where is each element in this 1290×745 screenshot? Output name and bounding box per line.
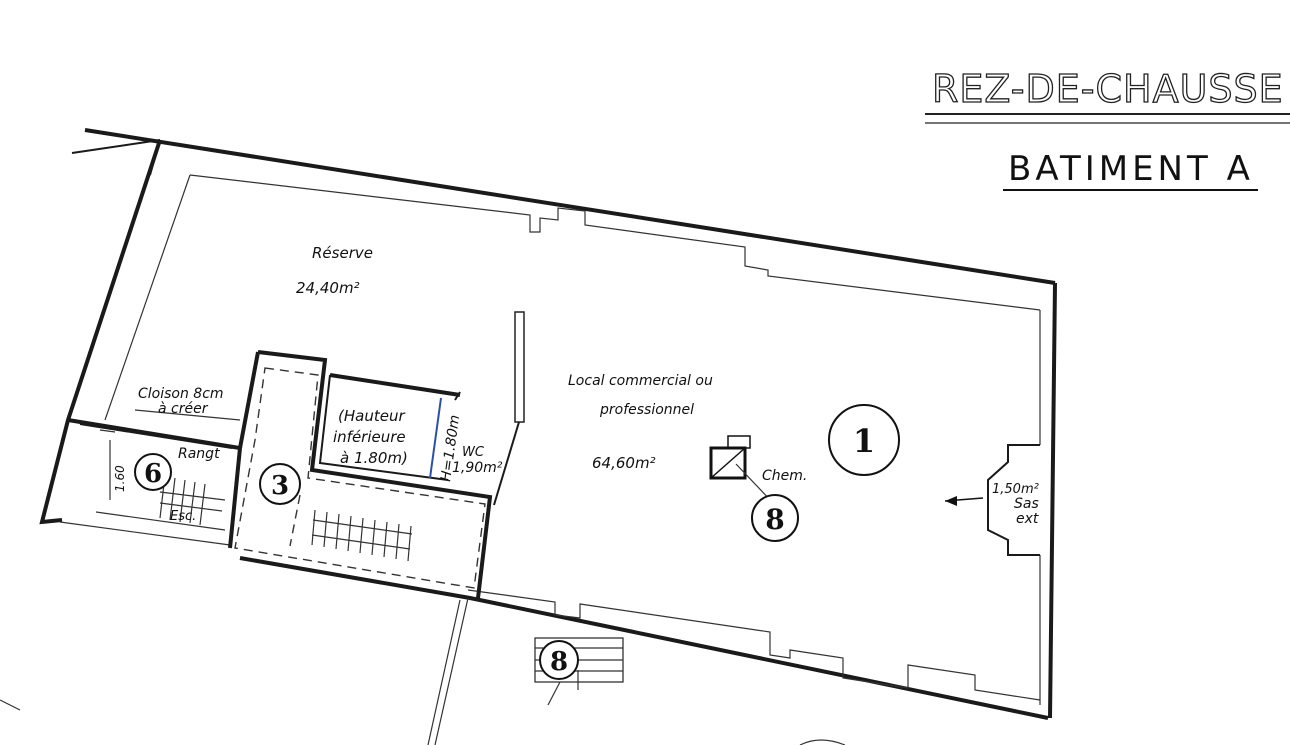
partition-line2: à créer [158, 401, 209, 417]
stairs-name: Esc. [170, 509, 196, 524]
low-ceiling-line3: à 1.80m) [340, 449, 408, 467]
partition-line1: Cloison 8cm [138, 386, 224, 402]
marker-8-chimney-label: 8 [765, 503, 784, 536]
partition-reserve-local [493, 311, 525, 506]
airlock-line2: ext [1016, 511, 1039, 527]
storage-dimension: 1.60 [113, 465, 127, 492]
marker-3: 3 [259, 463, 301, 505]
inner-wall-faces [59, 174, 1041, 705]
wc-room [318, 373, 461, 481]
airlock-label: 1,50m² Sas ext [992, 482, 1039, 527]
stair-core [234, 350, 493, 599]
local-name-line2: professionnel [599, 402, 694, 418]
marker-8-bottom: 8 [539, 640, 579, 680]
low-ceiling-line1: (Hauteur [338, 407, 405, 425]
low-ceiling-line2: inférieure [333, 428, 406, 446]
airlock [944, 444, 1040, 556]
marker-8-chimney: 8 [751, 494, 799, 542]
marker-1-label: 1 [853, 422, 875, 460]
chimney-text: Chem. [762, 468, 807, 484]
airlock-line1: Sas [1014, 496, 1039, 512]
chimney-label: Chem. [762, 468, 807, 484]
storage-name: Rangt [178, 446, 220, 462]
airlock-area: 1,50m² [992, 482, 1039, 497]
local-label: Local commercial ou professionnel 64,60m… [568, 373, 713, 472]
partition-note: Cloison 8cm à créer [138, 386, 224, 417]
level-title: REZ-DE-CHAUSSE [932, 67, 1284, 111]
wc-label: H=1.80m WC 1,90m² [438, 414, 503, 483]
wc-name: WC [462, 445, 485, 460]
reserve-name: Réserve [312, 244, 373, 262]
storage-room [67, 409, 243, 549]
outer-walls [39, 128, 1057, 720]
wc-area: 1,90m² [452, 460, 503, 476]
lower-building-fragments [0, 597, 846, 745]
reserve-label: Réserve 24,40m² [296, 244, 373, 297]
building-title: BATIMENT A [1008, 149, 1254, 189]
marker-3-label: 3 [271, 471, 289, 501]
local-area: 64,60m² [592, 454, 656, 472]
storage-label: Rangt 1.60 Esc. [113, 446, 220, 524]
marker-8-bottom-label: 8 [550, 647, 568, 677]
marker-6-label: 6 [144, 459, 162, 489]
reserve-area: 24,40m² [296, 279, 360, 297]
marker-6: 6 [134, 453, 172, 491]
marker-1: 1 [828, 404, 900, 476]
local-name-line1: Local commercial ou [568, 373, 713, 389]
low-ceiling-label: (Hauteur inférieure à 1.80m) [333, 407, 408, 467]
